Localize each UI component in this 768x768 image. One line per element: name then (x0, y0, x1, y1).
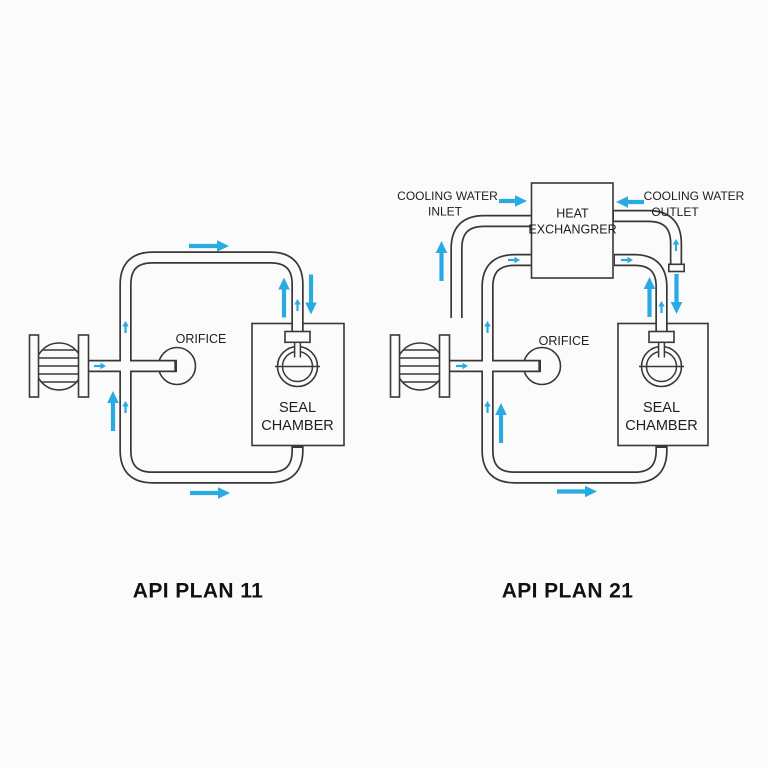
plan-11-title: API PLAN 11 (133, 580, 263, 603)
pump-flange-right (77, 334, 90, 398)
mechanical-seal-symbol (275, 330, 320, 388)
seal-gland-stem (657, 342, 666, 358)
pump-flange-right (438, 334, 451, 398)
seal-gland-plate (284, 330, 311, 344)
flow-arrow-up-icon (107, 391, 119, 431)
cooling-water-inlet-label-line2: INLET (428, 205, 463, 219)
api-plan-21-diagram: HEAT EXCHANGRER ORIFICE SEAL CHAMBER COO… (389, 182, 745, 603)
seal-gland-stem (293, 342, 302, 358)
heat-exchanger-label-line1: HEAT (556, 207, 589, 221)
seal-gland-plate (648, 330, 675, 344)
pump-hatch-lines (36, 349, 82, 383)
pump-symbol (28, 334, 90, 398)
orifice-label: ORIFICE (539, 334, 590, 348)
orifice-label: ORIFICE (176, 332, 227, 346)
cooling-inlet-arrow-right-icon (499, 195, 527, 207)
cooling-water-outlet-label-line1: COOLING WATER (644, 189, 745, 203)
seal-chamber-label-line1: SEAL (279, 400, 316, 416)
mechanical-seal-symbol (639, 330, 684, 388)
seal-chamber-label-line2: CHAMBER (625, 418, 698, 434)
pump-symbol (389, 334, 451, 398)
piping-loop (444, 209, 683, 484)
plan-21-title: API PLAN 21 (502, 580, 634, 603)
flow-arrow-up-icon (278, 277, 290, 318)
pump-flange-left (389, 334, 401, 398)
heat-exchanger-label-line2: EXCHANGRER (528, 223, 616, 237)
flow-arrow-right-icon (557, 485, 597, 498)
flow-arrow-up-icon (495, 403, 507, 443)
flow-arrow-down-icon (305, 274, 317, 315)
flow-arrow-right-icon (190, 487, 230, 499)
pump-hatch-lines (397, 349, 443, 383)
flow-arrow-right-icon (189, 240, 229, 252)
heat-exchanger-box (530, 182, 614, 279)
seal-chamber-label-line2: CHAMBER (261, 418, 334, 434)
pump-flange-left (28, 334, 40, 398)
api-plan-11-diagram: ORIFICE SEAL CHAMBER API PLAN 11 (28, 240, 345, 603)
flow-arrow-down-icon (670, 274, 683, 314)
seal-chamber-label-line1: SEAL (643, 400, 680, 416)
flow-arrow-up-icon (435, 241, 448, 281)
cooling-water-inlet-label-line1: COOLING WATER (397, 189, 498, 203)
flow-arrow-up-icon (643, 277, 656, 317)
cooling-water-outlet-label-line2: OUTLET (651, 205, 699, 219)
heat-exchanger: HEAT EXCHANGRER (528, 182, 617, 279)
outlet-pipe-fitting (667, 263, 685, 273)
cooling-outlet-arrow-left-icon (616, 196, 644, 208)
